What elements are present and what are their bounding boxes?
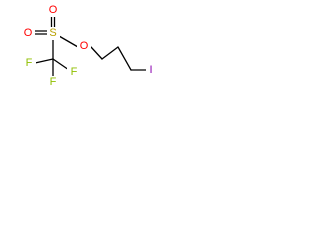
bond-c-f-left — [34, 58, 54, 64]
oxygen-atom-ester: O — [80, 40, 89, 52]
bond-c2-c3 — [117, 46, 132, 71]
fluorine-atom-left: F — [26, 57, 33, 69]
oxygen-atom-left: O — [24, 27, 33, 39]
sulfur-atom: S — [49, 27, 56, 39]
fluorine-atom-right: F — [71, 66, 78, 78]
bond-c1-c2 — [101, 46, 119, 60]
bond-o-c1 — [90, 46, 103, 60]
iodine-atom: I — [149, 64, 152, 76]
bonds — [32, 12, 149, 78]
molecule-structure: S O O O F F F I — [22, 4, 156, 89]
bond-c-f-right — [52, 58, 70, 71]
oxygen-atom-top: O — [49, 4, 58, 16]
atoms: S O O O F F F I — [22, 4, 156, 89]
fluorine-atom-bottom: F — [50, 76, 57, 88]
bond-s-o-ester — [58, 35, 79, 48]
